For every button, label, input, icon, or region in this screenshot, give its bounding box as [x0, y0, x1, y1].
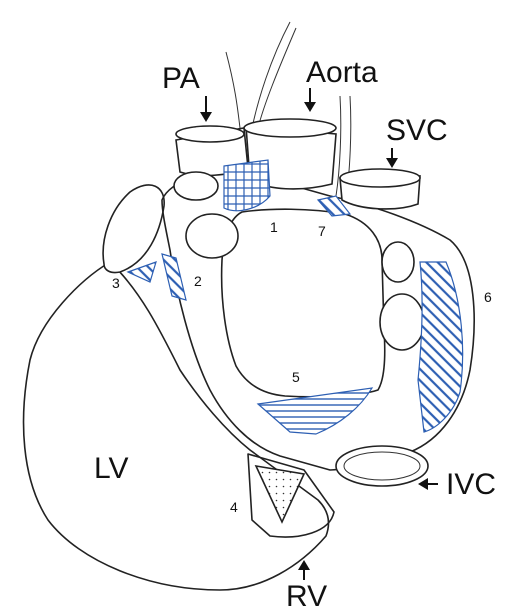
label-num-3: 3	[112, 275, 120, 291]
hatched-region-grid	[224, 160, 270, 211]
hatched-region-6	[418, 262, 463, 432]
label-num-7: 7	[318, 223, 326, 239]
aorta-arrow	[304, 88, 316, 112]
label-num-2: 2	[194, 273, 202, 289]
svc-arrow	[386, 148, 398, 168]
label-num-6: 6	[484, 289, 492, 305]
pa-arrow	[200, 96, 212, 122]
label-pa: PA	[162, 62, 200, 95]
label-rv: RV	[286, 580, 327, 612]
opening-left-upper	[174, 172, 218, 200]
ivc-arrow	[418, 478, 438, 490]
opening-right-lower	[380, 294, 424, 350]
hatched-region-2	[162, 254, 186, 300]
label-svc: SVC	[386, 114, 448, 147]
label-ivc: IVC	[446, 468, 496, 501]
label-lv: LV	[94, 452, 128, 485]
rv-arrow	[298, 560, 310, 580]
label-aorta: Aorta	[306, 56, 378, 89]
inner-chamber	[222, 209, 385, 397]
opening-right-upper	[382, 242, 414, 282]
opening-left-lower	[186, 214, 238, 258]
label-num-5: 5	[292, 369, 300, 385]
label-num-4: 4	[230, 499, 238, 515]
svc-vessel	[340, 169, 420, 209]
left-appendage	[103, 185, 164, 273]
label-num-1: 1	[270, 219, 278, 235]
dotted-region-4	[256, 466, 304, 522]
